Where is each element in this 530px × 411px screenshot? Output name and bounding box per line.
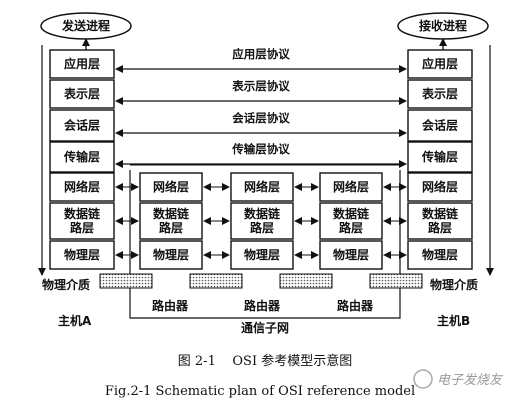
host-a-layer-label: 会话层 — [64, 118, 100, 133]
protocol-label: 会话层协议 — [231, 111, 290, 125]
host-a-layer-label: 传输层 — [63, 149, 100, 164]
host-b-layer-box — [407, 172, 473, 202]
router-layer-label: 网络层 — [153, 179, 189, 194]
host-a-medium-label: 物理介质 — [42, 277, 90, 292]
router-layer-box — [139, 240, 203, 270]
host-b-layer-box — [407, 49, 473, 79]
router-layer-box — [230, 172, 294, 202]
host-a-layer-label: 数据链路层 — [64, 206, 101, 235]
host-b-layer-box — [407, 79, 473, 109]
watermark-text: 电子发烧友 — [437, 373, 504, 388]
medium-block — [99, 273, 153, 289]
host-a-layer-label: 物理层 — [64, 247, 100, 262]
host-a-layer-box — [49, 109, 115, 142]
host-b-name: 主机B — [437, 313, 470, 328]
host-b-layer-label: 表示层 — [421, 86, 458, 101]
caption-cn: 图 2-1 OSI 参考模型示意图 — [178, 353, 352, 369]
host-a-layer-box — [49, 240, 115, 270]
caption-en: Fig.2-1 Schematic plan of OSI reference … — [105, 384, 415, 399]
router-layer-box — [230, 240, 294, 270]
router-layer-label: 物理层 — [153, 247, 189, 262]
host-a-layer-box — [49, 202, 115, 240]
router-name: 路由器 — [337, 298, 374, 313]
host-a-layer-box — [49, 49, 115, 79]
host-b-layer-label: 会话层 — [422, 118, 458, 133]
router-layer-box — [139, 202, 203, 240]
router-layer-label: 数据链路层 — [244, 206, 281, 235]
host-b-layer-label: 应用层 — [422, 56, 458, 71]
host-a-layer-box — [49, 79, 115, 109]
router-layer-label: 数据链路层 — [333, 206, 370, 235]
watermark: 电子发烧友 — [413, 369, 504, 389]
router-layer-label: 网络层 — [333, 179, 369, 194]
receive-process-label: 接收进程 — [419, 18, 467, 33]
router-layer-label: 物理层 — [244, 247, 280, 262]
router-layer-box — [230, 202, 294, 240]
subnet-bracket — [129, 170, 401, 319]
protocol-label: 传输层协议 — [231, 142, 290, 156]
router-layer-label: 数据链路层 — [153, 206, 190, 235]
host-a-layer-label: 表示层 — [63, 86, 100, 101]
host-a-name: 主机A — [58, 313, 92, 328]
protocol-label: 应用层协议 — [232, 47, 290, 61]
host-b-layer-label: 物理层 — [422, 247, 458, 262]
router-layer-label: 网络层 — [244, 179, 280, 194]
host-a-layer-label: 应用层 — [64, 56, 100, 71]
send-process-label: 发送进程 — [61, 18, 110, 33]
host-b-layer-box — [407, 109, 473, 142]
router-name: 路由器 — [244, 298, 281, 313]
router-layer-box — [319, 172, 383, 202]
router-layer-box — [139, 172, 203, 202]
router-layer-box — [319, 240, 383, 270]
subnet-label: 通信子网 — [241, 320, 289, 335]
host-a-layer-label: 网络层 — [64, 179, 100, 194]
host-b-layer-box — [407, 141, 473, 173]
medium-block — [189, 273, 243, 289]
host-a-layer-box — [49, 172, 115, 202]
host-b-layer-box — [407, 202, 473, 240]
router-layer-label: 物理层 — [333, 247, 369, 262]
medium-block — [279, 273, 333, 289]
host-b-layer-label: 数据链路层 — [422, 206, 459, 235]
host-b-layer-box — [407, 240, 473, 270]
router-name: 路由器 — [152, 298, 189, 313]
host-b-layer-label: 传输层 — [421, 149, 458, 164]
host-b-layer-label: 网络层 — [422, 179, 458, 194]
watermark-logo-icon — [413, 369, 433, 389]
protocol-label: 表示层协议 — [231, 79, 290, 93]
host-b-medium-label: 物理介质 — [430, 277, 478, 292]
host-a-layer-box — [49, 141, 115, 173]
router-layer-box — [319, 202, 383, 240]
medium-block — [369, 273, 423, 289]
